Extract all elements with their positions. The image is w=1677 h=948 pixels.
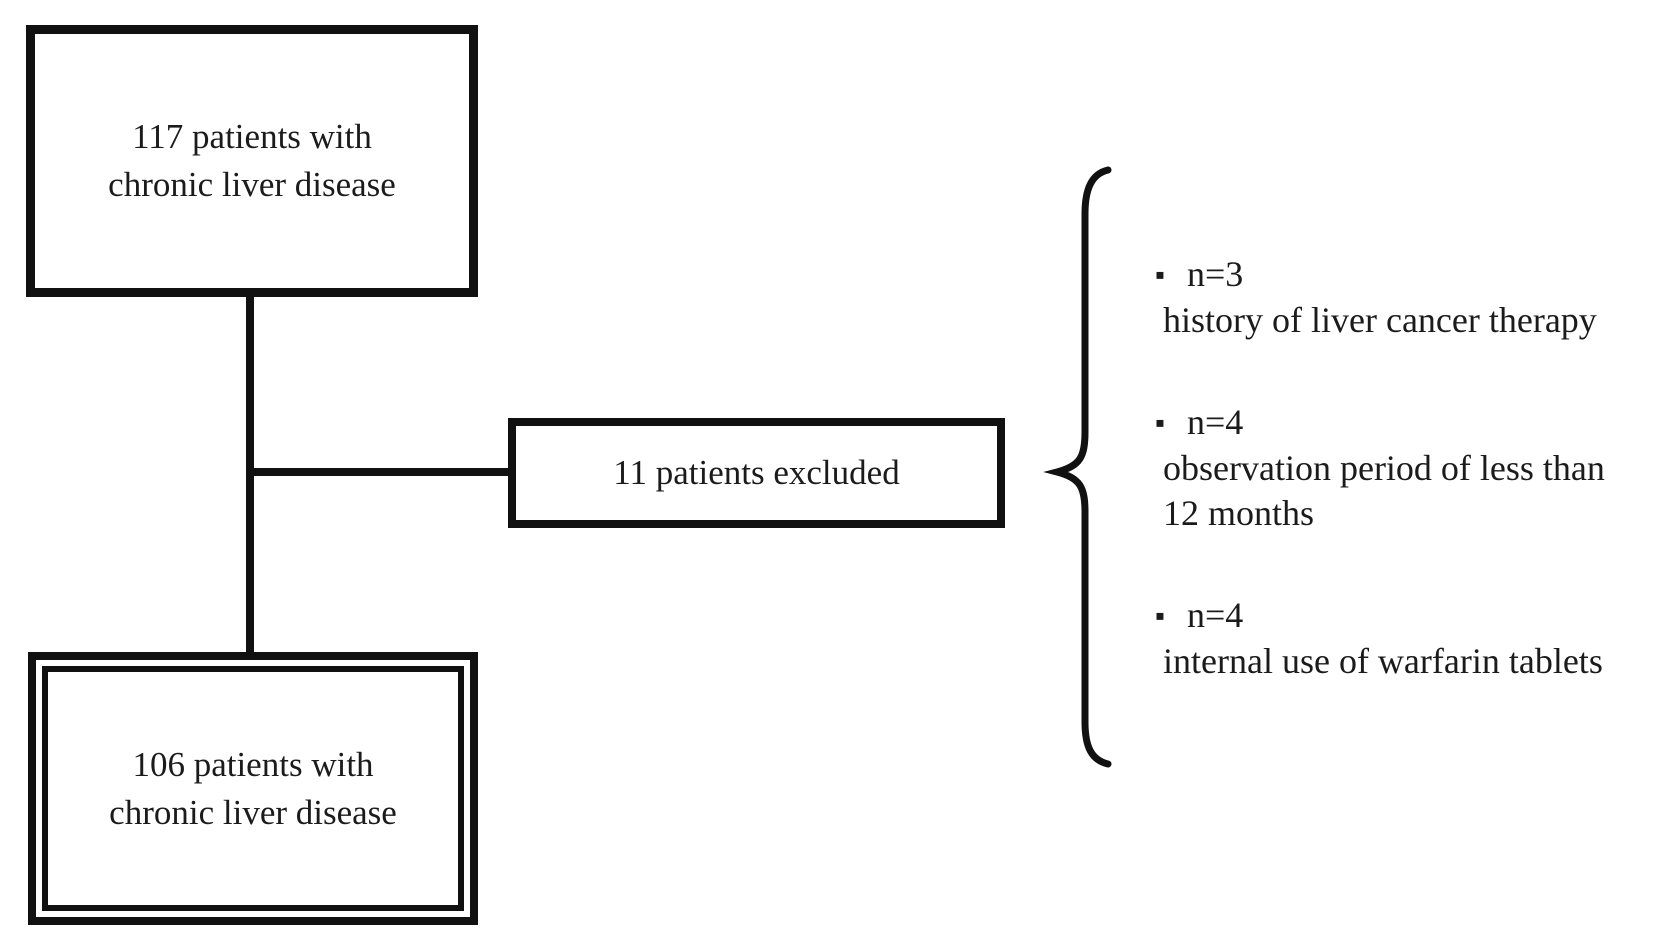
exclusion-item: ▪ n=3 history of liver cancer therapy	[1155, 252, 1675, 343]
initial-cohort-line1: 117 patients with	[132, 117, 372, 156]
count-text: n=3	[1187, 254, 1244, 294]
exclusion-item: ▪ n=4 observation period of less than 12 …	[1155, 400, 1675, 536]
exclusion-reason-line: history of liver cancer therapy	[1163, 300, 1597, 340]
flow-node-excluded: 11 patients excluded	[508, 418, 1005, 528]
exclusion-reason-line: 12 months	[1163, 493, 1315, 533]
exclusion-list: ▪ n=3 history of liver cancer therapy ▪ n=…	[1155, 252, 1675, 684]
exclusion-reason-line: observation period of less than	[1163, 448, 1605, 488]
final-cohort-inner-border: 106 patients with chronic liver disease	[42, 666, 464, 911]
square-bullet-icon: ▪	[1155, 408, 1165, 439]
count-text: n=4	[1187, 595, 1244, 635]
exclusion-item-count: ▪ n=4	[1155, 400, 1675, 446]
final-cohort-label: 106 patients with chronic liver disease	[109, 741, 397, 837]
final-cohort-line1: 106 patients with	[132, 744, 374, 784]
exclusion-item-count: ▪ n=4	[1155, 593, 1675, 639]
exclusion-reason-line: internal use of warfarin tablets	[1163, 641, 1603, 681]
exclusion-item: ▪ n=4 internal use of warfarin tablets	[1155, 593, 1675, 684]
initial-cohort-label: 117 patients with chronic liver disease	[108, 113, 396, 209]
count-text: n=4	[1187, 402, 1244, 442]
final-cohort-line2: chronic liver disease	[109, 792, 397, 832]
square-bullet-icon: ▪	[1155, 601, 1165, 632]
initial-cohort-line2: chronic liver disease	[108, 165, 396, 204]
curly-brace-icon	[1043, 166, 1112, 768]
connector-horizontal-line	[250, 468, 508, 476]
excluded-label: 11 patients excluded	[613, 453, 900, 492]
flow-node-initial-cohort: 117 patients with chronic liver disease	[26, 25, 478, 297]
square-bullet-icon: ▪	[1155, 260, 1165, 291]
exclusion-item-count: ▪ n=3	[1155, 252, 1675, 298]
flow-node-final-cohort: 106 patients with chronic liver disease	[28, 652, 478, 925]
